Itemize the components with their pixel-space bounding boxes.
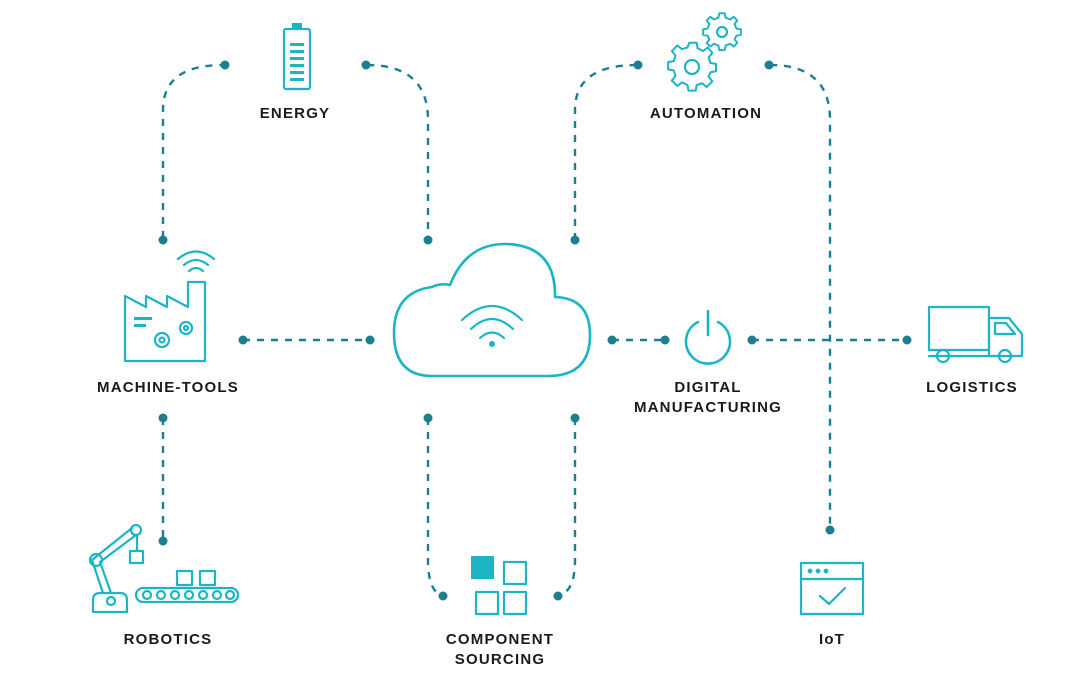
component-grid-icon <box>471 556 528 616</box>
browser-check-icon <box>799 561 865 616</box>
truck-icon <box>927 305 1024 364</box>
dot <box>553 591 563 601</box>
dot <box>220 60 230 70</box>
connector-dots <box>158 60 912 601</box>
label-component-sourcing: COMPONENT SOURCING <box>420 630 580 670</box>
label-digital-line2: MANUFACTURING <box>633 399 783 416</box>
dot <box>365 335 375 345</box>
label-energy: ENERGY <box>259 105 331 122</box>
connectors <box>161 63 907 598</box>
connector-cloud-component-right <box>557 418 577 598</box>
label-machine-tools: MACHINE-TOOLS <box>97 379 239 396</box>
dot <box>607 335 617 345</box>
dot <box>238 335 248 345</box>
label-digital-manufacturing: DIGITAL MANUFACTURING <box>618 378 798 418</box>
dot <box>158 235 168 245</box>
label-component-line1: COMPONENT <box>445 631 555 648</box>
connector-energy-machine <box>161 63 224 238</box>
dot <box>158 413 168 423</box>
dot <box>570 413 580 423</box>
dot <box>423 413 433 423</box>
dot <box>902 335 912 345</box>
label-component-line2: SOURCING <box>454 651 546 668</box>
gears-icon <box>667 12 742 92</box>
label-automation: AUTOMATION <box>649 105 763 122</box>
label-iot: IoT <box>818 631 846 648</box>
dot <box>438 591 448 601</box>
label-digital-line1: DIGITAL <box>674 379 742 396</box>
connector-automation-cloud <box>573 63 638 240</box>
dot <box>764 60 774 70</box>
factory-icon <box>123 250 216 363</box>
dot <box>423 235 433 245</box>
battery-icon <box>282 23 312 91</box>
cloud-wifi-icon <box>392 242 592 378</box>
dot <box>361 60 371 70</box>
label-logistics: LOGISTICS <box>926 379 1018 396</box>
robot-arm-icon <box>88 523 240 614</box>
label-robotics: ROBOTICS <box>123 631 213 648</box>
connector-cloud-component-left <box>426 418 444 598</box>
dot <box>158 536 168 546</box>
dot <box>633 60 643 70</box>
connector-automation-iot <box>769 63 832 530</box>
dot <box>825 525 835 535</box>
connector-energy-cloud <box>366 63 430 240</box>
dot <box>747 335 757 345</box>
dot <box>660 335 670 345</box>
dot <box>570 235 580 245</box>
power-icon <box>684 309 732 365</box>
